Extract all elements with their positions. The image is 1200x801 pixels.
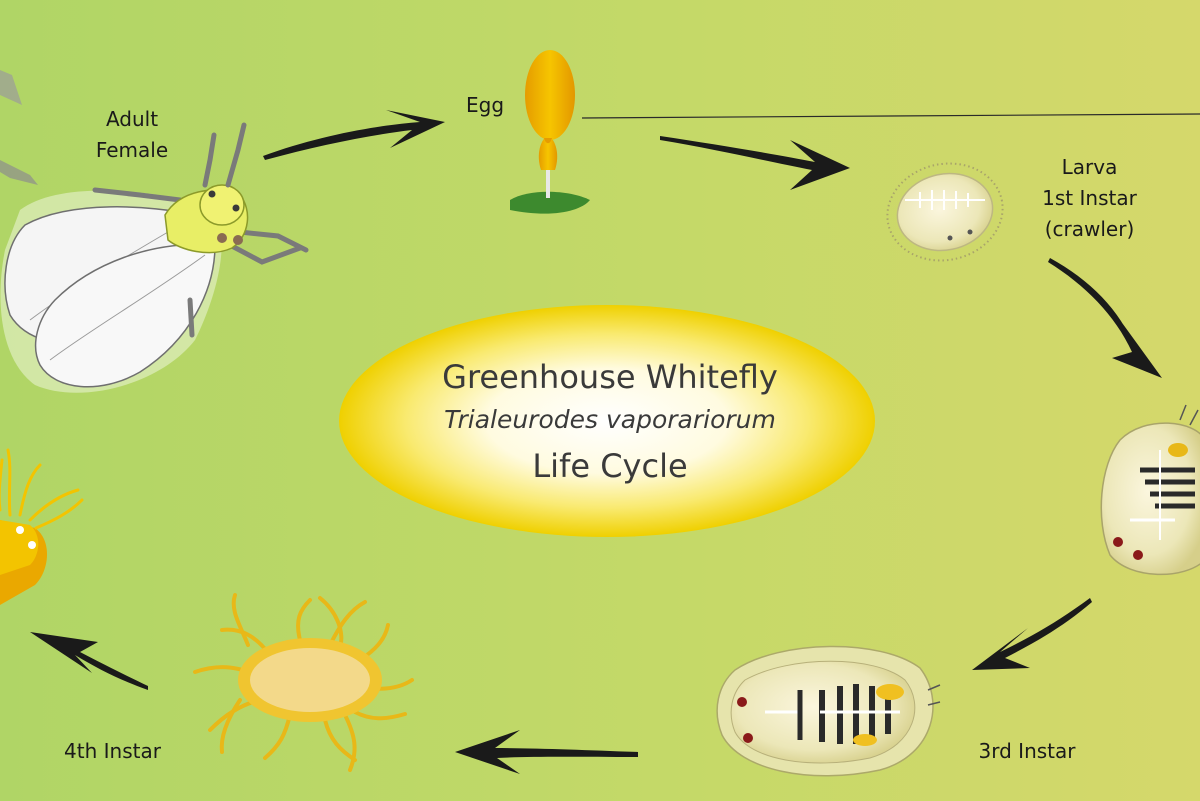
- life-cycle-subtitle: Life Cycle: [532, 447, 688, 485]
- adult-female-label: Adult Female: [82, 104, 182, 166]
- egg-leader-line: [581, 113, 1200, 119]
- arrow-icon: [30, 110, 1162, 774]
- fourth-instar-core: [250, 648, 370, 712]
- adult-label-line2: Female: [95, 138, 169, 162]
- egg-icon: [510, 50, 590, 214]
- larva-label: Larva 1st Instar (crawler): [1022, 152, 1157, 245]
- third-instar-label: 3rd Instar: [978, 739, 1076, 763]
- third-instar-icon: [716, 645, 941, 777]
- larva-label-line3: (crawler): [1044, 217, 1135, 241]
- adult-whitefly-icon: [0, 70, 309, 393]
- crawler-larva-icon: [886, 162, 1004, 262]
- pupa-icon: [0, 448, 84, 605]
- fourth-instar-label: 4th Instar: [64, 739, 161, 763]
- scientific-name: Trialeurodes vaporariorum: [444, 405, 776, 434]
- common-name-title: Greenhouse Whitefly: [442, 358, 778, 396]
- egg-label: Egg: [465, 93, 505, 117]
- larva-label-line1: Larva: [1061, 155, 1118, 179]
- adult-label-line1: Adult: [105, 107, 159, 131]
- second-instar-icon: [1100, 404, 1200, 576]
- title-glow: [339, 305, 875, 537]
- larva-label-line2: 1st Instar: [1042, 186, 1137, 210]
